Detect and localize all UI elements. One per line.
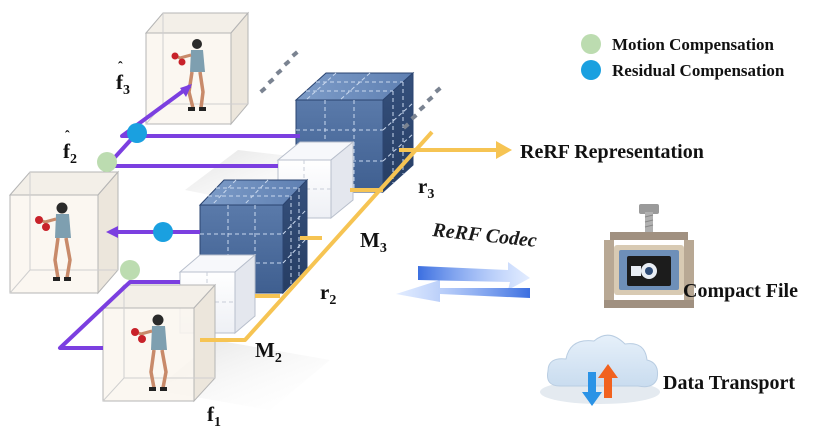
legend-motion-dot [581,34,601,54]
codec-arrow-left [396,280,530,302]
label-r2: r2 [320,280,336,308]
svg-text:f3: f3 [116,70,130,98]
codec-arrow-right [418,262,530,290]
boxer-figure [35,202,72,281]
rerf-representation-label: ReRF Representation [520,141,704,163]
hat-mark: ˆ [65,129,70,144]
upload-arrow [598,364,618,398]
label-f1: f1 [207,402,221,430]
motion-dot-top [97,152,117,172]
purple-path-top [120,84,300,138]
boxer-figure [131,314,168,391]
clamp-press-icon [604,204,694,308]
ellipsis-dots-top [259,50,299,94]
label-m3: M3 [360,228,387,256]
ellipsis-dots-right [402,86,442,130]
residual-dot-bottom [153,222,173,242]
motion-dot-bottom [120,260,140,280]
arrowhead-to-f2hat [106,226,118,238]
yellow-main-diagonal [200,130,434,342]
legend: Motion Compensation Residual Compensatio… [581,34,785,80]
svg-text:f2: f2 [63,139,77,167]
yellow-flow-lines [200,130,498,342]
label-f3hat: f3 ˆ [116,60,130,98]
rerf-codec-label: ReRF Codec [430,219,537,252]
frame-cube-f2hat [8,170,120,295]
cloud-updown-icon [540,334,660,406]
data-transport-label: Data Transport [663,372,795,394]
arrowhead-to-rerf [496,141,512,159]
residual-dot-top [127,123,147,143]
codec-arrows: ReRF Codec [396,219,538,302]
boxer-figure [171,39,206,111]
purple-arrowheads [106,84,192,238]
purple-path-bottom [58,280,180,350]
label-f2hat: f2 ˆ [63,129,77,167]
label-m2: M2 [255,338,282,366]
legend-motion-label: Motion Compensation [612,35,775,54]
compact-file-label: Compact File [683,280,798,302]
frame-cube-f1 [101,283,330,410]
hat-mark: ˆ [118,60,123,75]
legend-residual-dot [581,60,601,80]
label-r3: r3 [418,174,434,202]
download-arrow [582,372,602,406]
legend-residual-label: Residual Compensation [612,61,785,80]
arrowhead-to-f3hat [180,84,192,97]
